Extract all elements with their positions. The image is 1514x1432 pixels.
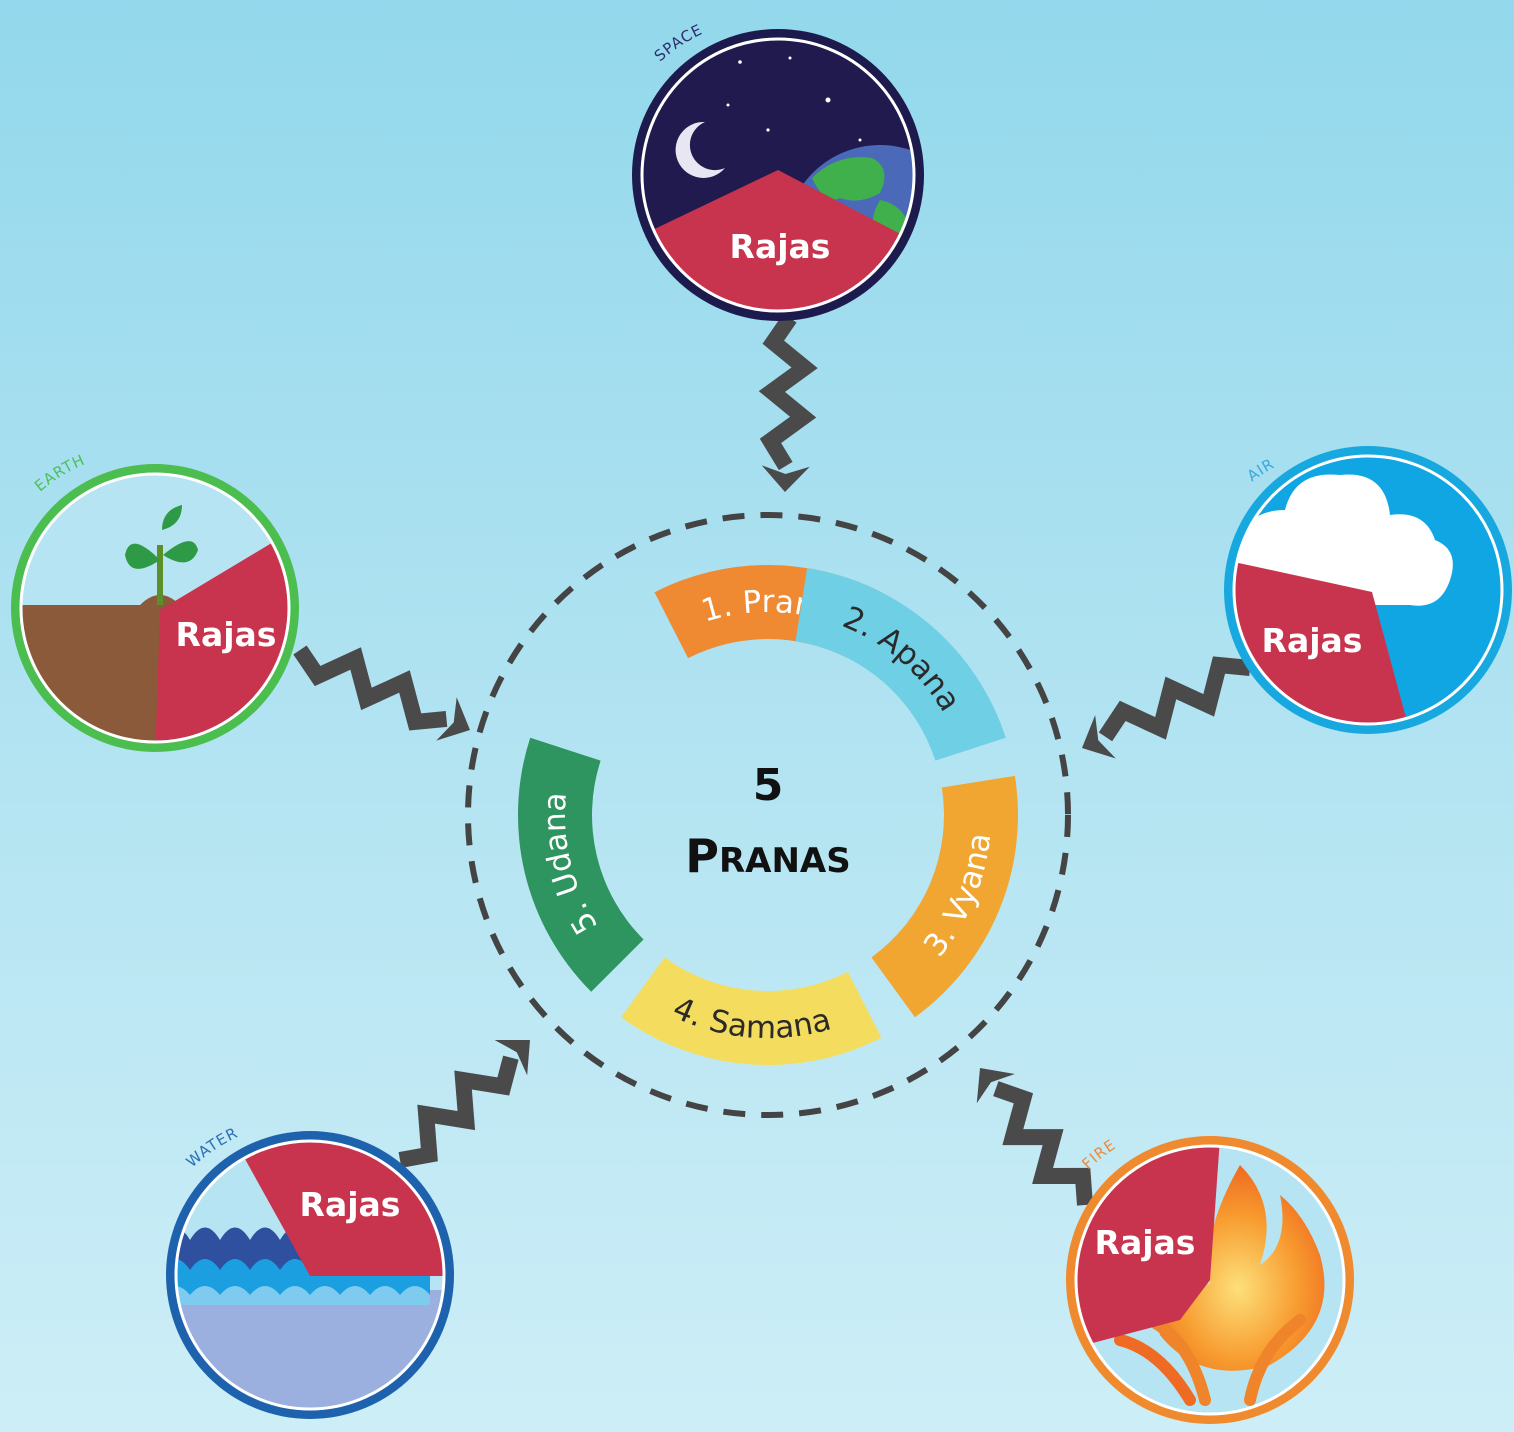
center-title: PRANAS [685,829,850,883]
water-illustration [176,1141,444,1409]
air-label: AIR [1244,455,1278,486]
prana-segment-4 [621,957,882,1065]
earth-arrowhead [436,697,470,741]
earth-arrow [293,645,448,731]
prana-segment-3 [871,775,1018,1018]
crescent-moon-icon [675,121,725,178]
prana-segment-2 [795,568,1006,761]
fire-label: FIRE [1078,1135,1119,1172]
air-arrowhead [1082,715,1116,759]
flame-icon [1152,1165,1325,1371]
fire-guna-label: Rajas [1095,1223,1196,1262]
air-guna-label: Rajas [1262,621,1363,660]
space-illustration [642,39,914,311]
prana-segment-5 [517,737,644,992]
element-water: Rajas WATER [166,1124,454,1419]
water-arrowhead [494,1040,530,1076]
fire-arrowhead [976,1068,1015,1104]
cloud-icon [1234,474,1453,606]
earth-guna-label: Rajas [176,615,277,654]
element-earth: Rajas EARTH [11,451,299,752]
water-arrow [398,1055,519,1168]
air-arrow [1098,656,1251,742]
arrows-group [293,313,1251,1206]
center-title-rest: RANAS [719,841,851,881]
element-air: Rajas AIR [1224,446,1512,734]
fire-label-text: FIRE [1078,1135,1118,1172]
dashed-ring [465,512,1071,1118]
air-label-text: AIR [1244,455,1277,486]
space-arrowhead [761,465,810,492]
star-icon [825,97,831,103]
water-guna-label: Rajas [300,1185,401,1224]
fire-arrow [993,1081,1093,1206]
space-guna-label: Rajas [730,227,831,266]
space-arrow [758,313,818,471]
air-illustration [1234,456,1502,724]
center-title-initial: P [685,829,719,883]
element-space: Rajas SPACE [632,20,924,321]
center-number: 5 [753,760,784,811]
